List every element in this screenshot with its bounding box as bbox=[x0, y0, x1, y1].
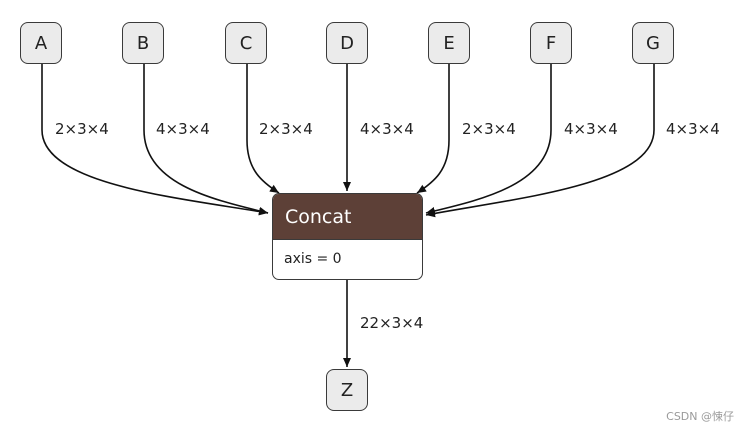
input-node-f: F bbox=[530, 22, 572, 64]
edge-g bbox=[425, 64, 655, 218]
input-node-d: D bbox=[326, 22, 368, 64]
edge-label-z: 22×3×4 bbox=[360, 314, 424, 332]
edge-e bbox=[416, 64, 450, 194]
edge-label-g: 4×3×4 bbox=[666, 120, 720, 138]
operator-title: Concat bbox=[273, 194, 422, 240]
edge-label-e: 2×3×4 bbox=[462, 120, 516, 138]
operator-attribute: axis = 0 bbox=[284, 251, 342, 267]
concat-operator-node: Concat axis = 0 bbox=[272, 193, 423, 280]
edge-label-b: 4×3×4 bbox=[156, 120, 210, 138]
edge-a bbox=[41, 64, 269, 216]
output-node-z: Z bbox=[326, 369, 368, 411]
edge-label-a: 2×3×4 bbox=[55, 120, 109, 138]
input-node-c: C bbox=[225, 22, 267, 64]
watermark: CSDN @悚仔 bbox=[666, 410, 734, 423]
edge-label-d: 4×3×4 bbox=[360, 120, 414, 138]
input-node-g: G bbox=[632, 22, 674, 64]
input-node-e: E bbox=[428, 22, 470, 64]
edge-f bbox=[425, 64, 552, 215]
edge-label-c: 2×3×4 bbox=[259, 120, 313, 138]
edge-c bbox=[246, 64, 280, 194]
input-node-a: A bbox=[20, 22, 62, 64]
edge-b bbox=[143, 64, 269, 215]
input-node-b: B bbox=[122, 22, 164, 64]
edge-label-f: 4×3×4 bbox=[564, 120, 618, 138]
